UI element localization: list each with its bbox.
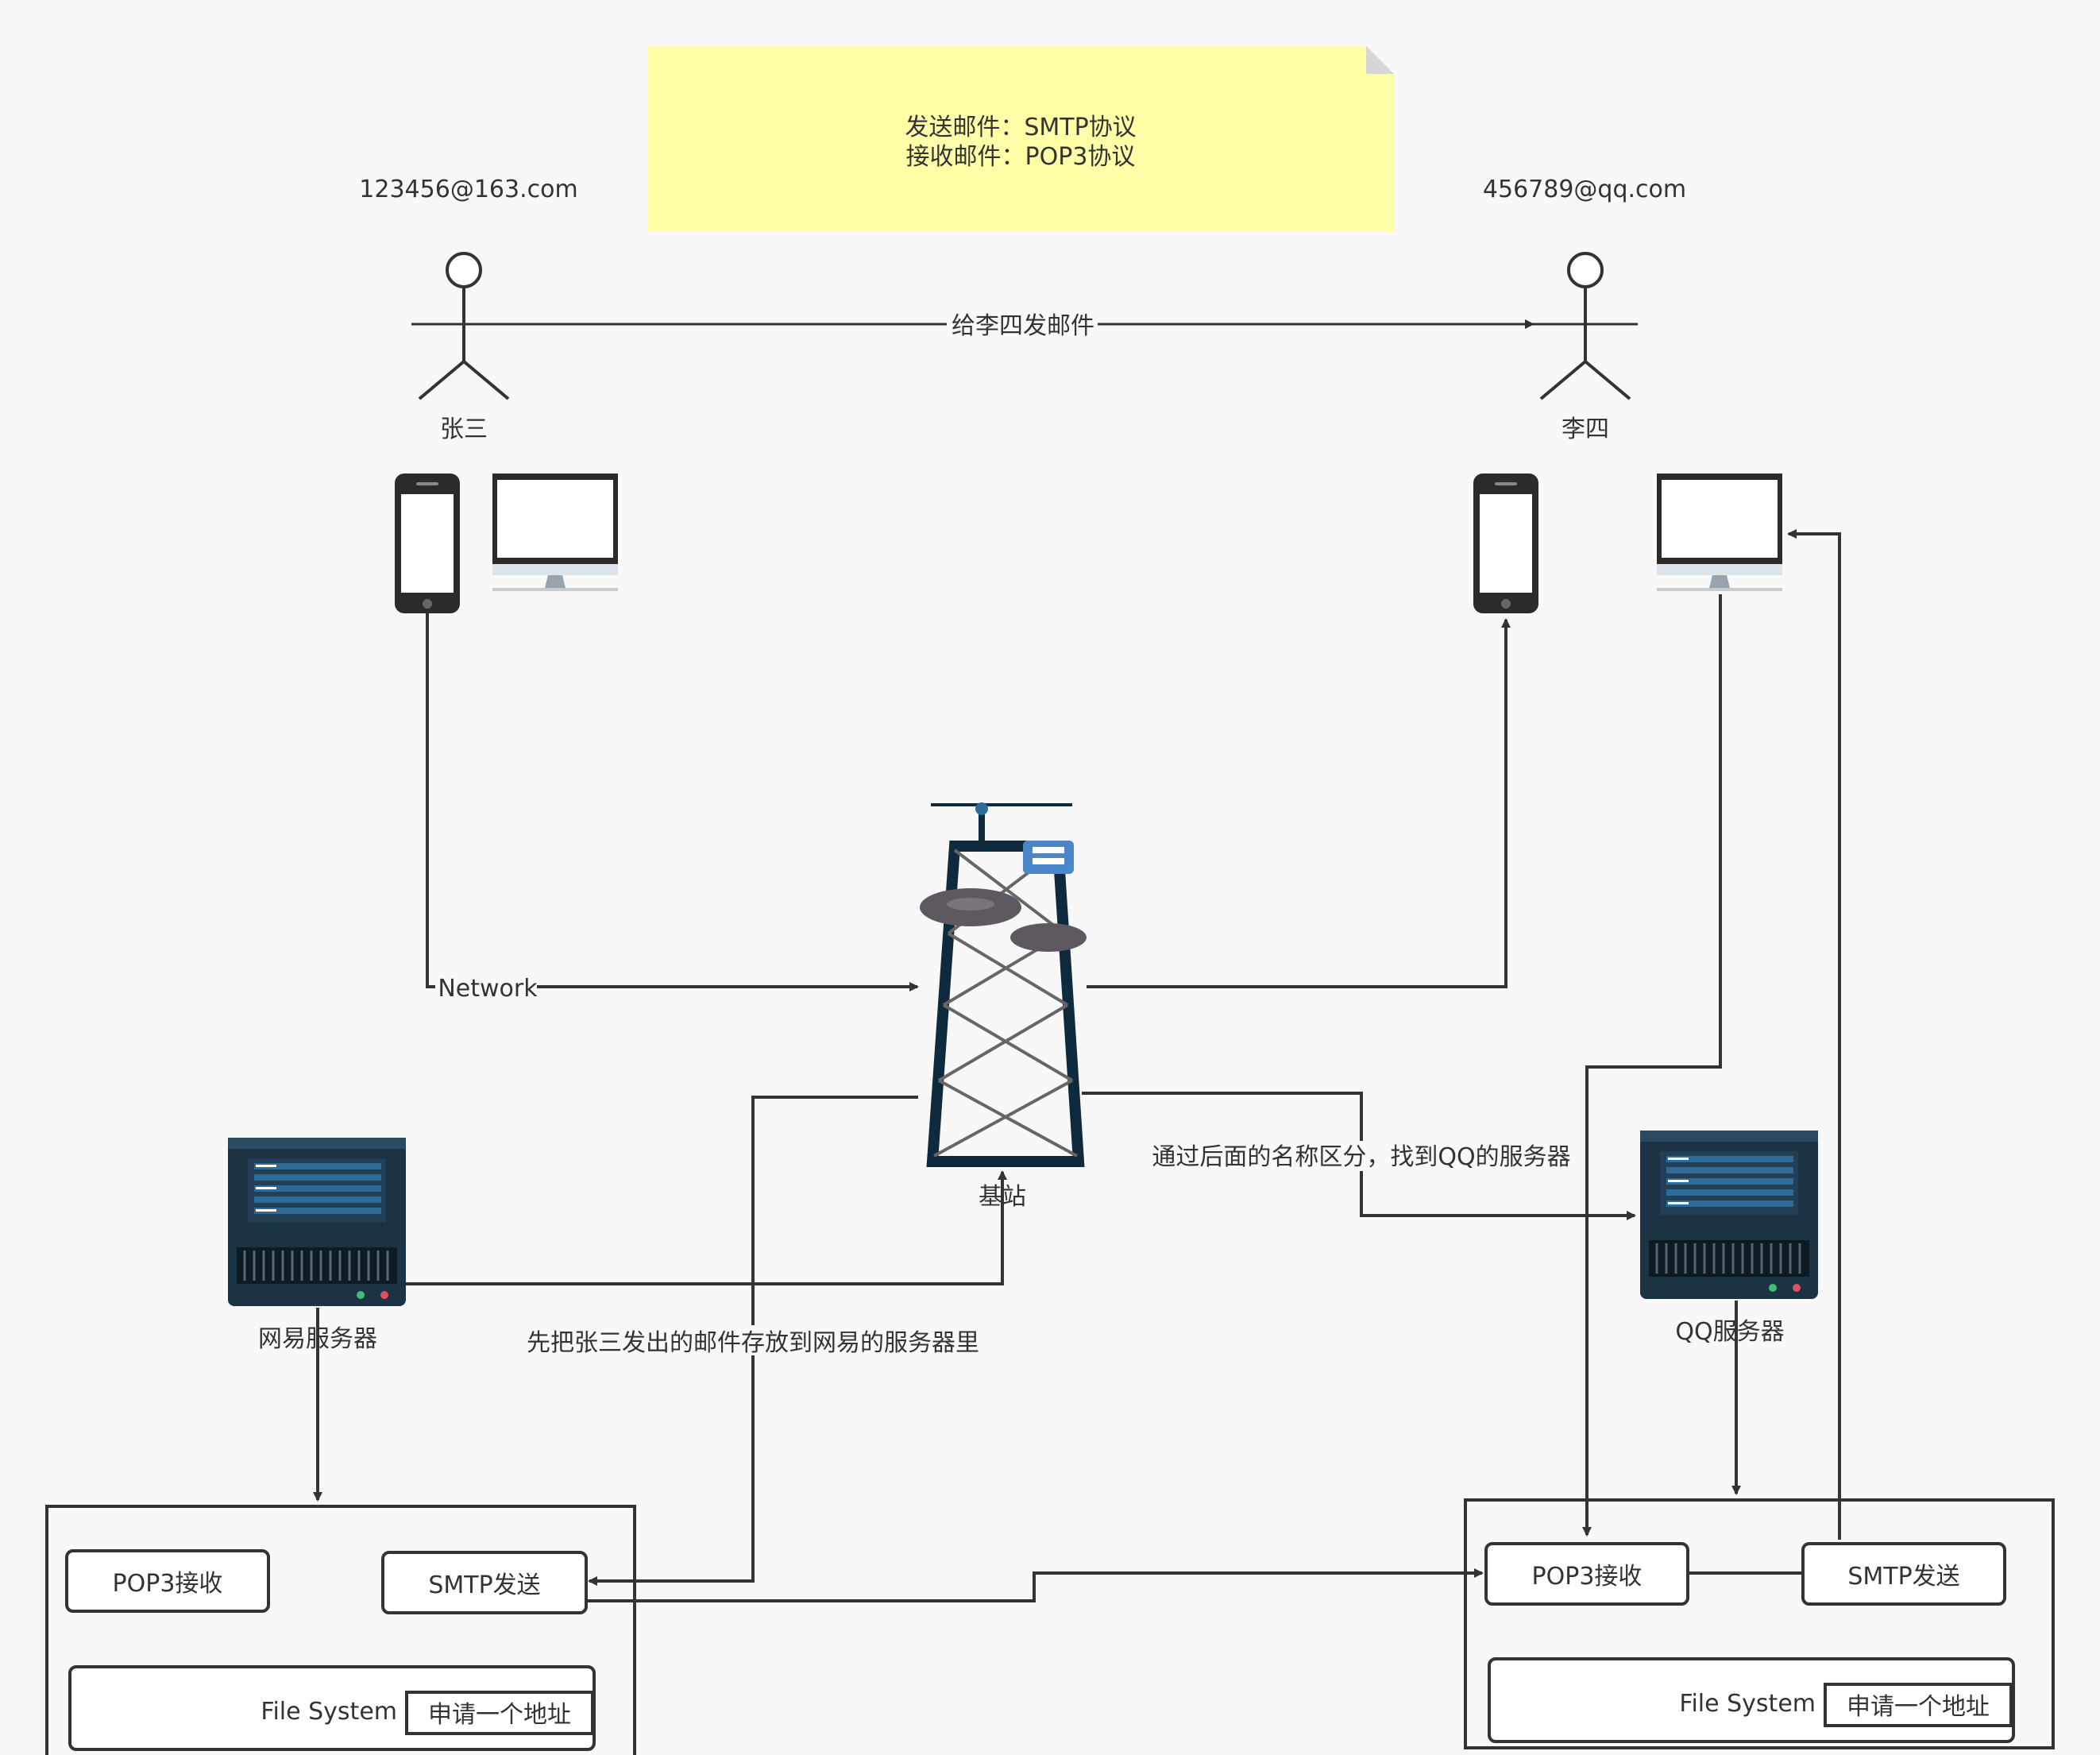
network-label: Network (438, 975, 538, 1003)
qq-pop3-node (1484, 1542, 1689, 1606)
find-qq-label: 通过后面的名称区分，找到QQ的服务器 (1152, 1143, 1570, 1171)
receiver-email: 456789@qq.com (1483, 176, 1686, 203)
netease-smtp-node (381, 1551, 588, 1614)
receiver-actor-icon (1539, 252, 1631, 400)
netease-fs-label: File System (261, 1698, 397, 1726)
monitor-to-pop3-edge (1582, 594, 1722, 1537)
protocol-note: 发送邮件：SMTP协议 接收邮件：POP3协议 (648, 46, 1394, 232)
qq-fs-label: File System (1679, 1690, 1816, 1718)
netease-to-tower-edge (406, 1170, 1007, 1285)
note-line-2: 接收邮件：POP3协议 (906, 143, 1136, 171)
smtp-to-monitor-edge (1787, 529, 1841, 1540)
network-edge (426, 613, 919, 992)
qq-pop3-label: POP3接收 (1532, 1563, 1643, 1591)
netease-mail-box: POP3接收 SMTP发送 File System 申请一个地址 (45, 1505, 636, 1755)
qq-mail-box: POP3接收 SMTP发送 File System 申请一个地址 (1464, 1498, 2055, 1749)
netease-server-icon (228, 1138, 406, 1306)
qq-fs-addr-node (1824, 1683, 2013, 1727)
qq-server-label: QQ服务器 (1675, 1318, 1784, 1346)
smtp-to-pop3-edge (586, 1568, 1484, 1602)
sender-actor-icon (418, 252, 510, 400)
qq-smtp-node (1801, 1542, 2006, 1606)
netease-fs-addr-label: 申请一个地址 (428, 1701, 571, 1729)
qq-fs-addr-label: 申请一个地址 (1847, 1693, 1990, 1721)
base-station-tower-icon (920, 802, 1087, 1167)
receiver-name: 李四 (1561, 416, 1609, 443)
send-mail-label: 给李四发邮件 (952, 312, 1094, 340)
note-line-1: 发送邮件：SMTP协议 (905, 114, 1136, 141)
netease-smtp-label: SMTP发送 (428, 1571, 540, 1599)
receiver-phone-icon (1473, 474, 1538, 613)
tower-to-receiver-phone-edge (1087, 618, 1511, 988)
sender-email: 123456@163.com (359, 176, 577, 203)
netease-pop3-label: POP3接收 (113, 1570, 223, 1598)
netease-fs-addr-node (405, 1691, 594, 1735)
sender-phone-icon (395, 474, 460, 613)
sender-monitor-icon (492, 474, 618, 591)
receiver-monitor-icon (1657, 474, 1782, 591)
qq-server-icon (1640, 1131, 1818, 1299)
sender-name: 张三 (440, 416, 488, 443)
store-netease-label: 先把张三发出的邮件存放到网易的服务器里 (527, 1329, 979, 1357)
netease-pop3-node (65, 1549, 270, 1613)
qq-smtp-label: SMTP发送 (1847, 1563, 1959, 1591)
